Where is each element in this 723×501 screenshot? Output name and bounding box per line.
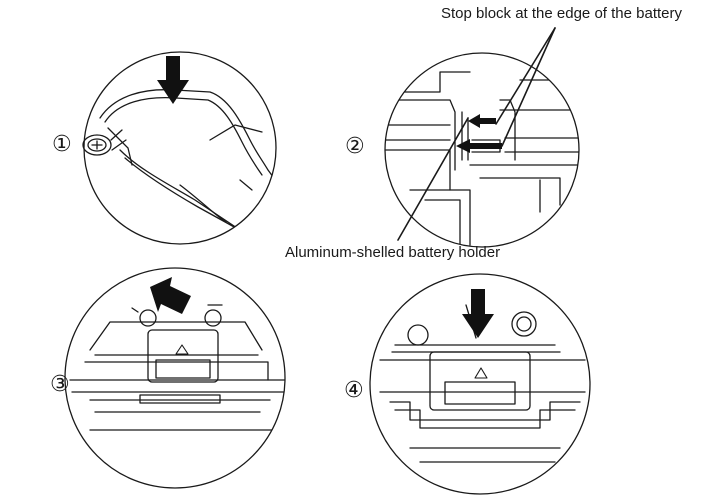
screw-icon (82, 129, 127, 156)
arrow-down-icon (462, 289, 494, 338)
arrow-left-icon (456, 114, 502, 153)
panel-2-holder-detail (385, 71, 579, 246)
triangle-mark-icon (474, 367, 488, 379)
step-number-2: ② (345, 134, 365, 159)
panel-1-battery-lid (99, 89, 276, 231)
battery-holder-label: Aluminum-shelled battery holder (285, 244, 501, 261)
stop-block-label: Stop block at the edge of the battery (441, 5, 682, 22)
panel-4-circle (369, 273, 591, 495)
arrow-down-icon (157, 56, 189, 104)
step-number-4: ④ (344, 378, 364, 403)
panel-4-battery-cover (379, 304, 586, 463)
panel-2-circle (384, 27, 580, 248)
step-number-3: ③ (50, 372, 70, 397)
panel-3-circle (64, 267, 286, 489)
triangle-mark-icon (175, 344, 189, 355)
panel-3-battery-cover (69, 304, 285, 431)
arrow-up-icon (150, 277, 191, 314)
panel-1-circle (82, 51, 277, 245)
step-number-1: ① (52, 132, 72, 157)
